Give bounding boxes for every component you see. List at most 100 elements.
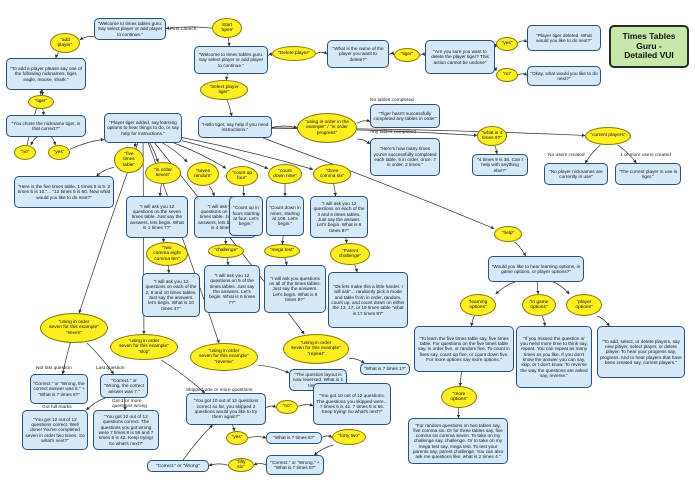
node-start: Start 'open' [212, 18, 242, 38]
node-parent-challenge: "Parent challenge" [330, 243, 370, 265]
node-five-table: "Here is the five times table. 1 times 5… [14, 176, 114, 208]
node-okay: "Okay, what would you like to do next?" [527, 66, 601, 86]
edge-helpBox-to-learningOptions [495, 281, 516, 295]
node-no-2: "no" [496, 68, 518, 82]
edge-currentPlayers-to-inUse [617, 144, 637, 164]
node-sure: "Are you sure you want to delete the pla… [425, 40, 495, 74]
node-player-box: "To add, select, or delete players, say … [597, 326, 685, 378]
node-how-many: "Here's how many times you've successful… [370, 138, 440, 176]
edge-label-not-last: Not last question [36, 366, 72, 371]
edge-challenge-to-challengeBox [226, 257, 230, 266]
node-in-order-seven: "in order seven" [145, 162, 181, 184]
edge-sure-to-yes2 [493, 43, 498, 48]
node-got-ten-c: "You got 10 out of 12 questions. The que… [313, 383, 391, 425]
edge-label-no-tables: No tables completed [370, 98, 414, 103]
edge-yes1-to-added [69, 137, 105, 150]
node-repeat-box: "What is 7 times 1?" [360, 363, 410, 375]
edge-added-to-sevenRandom [162, 142, 188, 163]
node-three-six-box: "I will ask you 12 questions on each of … [310, 196, 368, 238]
node-chose: "You chose the nickname tiger, is that c… [6, 115, 86, 137]
edge-hello-to-help [262, 137, 495, 229]
edge-tiger1-to-chose [41, 108, 46, 116]
edge-countDownBox-to-megaTest [281, 235, 285, 245]
node-got-ten-b: "You got 10 out of 12 questions correct … [186, 393, 266, 425]
edge-megaTest-to-megaBox [284, 257, 288, 266]
node-two-comma-eight: "two comma eight comma ten" [146, 242, 188, 266]
edge-sure-to-no2 [493, 67, 498, 72]
edge-no2-to-okay [517, 72, 528, 76]
node-no-players: "No player nicknames are currently in us… [544, 163, 608, 185]
edge-learnBox-to-moreOptions [458, 371, 463, 387]
edge-playerOptions-to-playerBox [597, 315, 610, 327]
edge-help-to-helpBox [514, 241, 526, 257]
node-count-up: "count up four" [226, 166, 258, 186]
edge-usingRepeat-to-repeatBox [348, 358, 365, 364]
node-welcome1: "Welcome to times tables guru. Say selec… [94, 18, 166, 40]
edge-countUp-to-countUpBox [242, 185, 246, 197]
node-add-player: "add player" [50, 33, 80, 53]
node-select-tiger: "Select player tiger" [200, 80, 248, 100]
edge-chose-to-yes1 [51, 136, 57, 146]
edge-no3-to-gotTenC [297, 403, 314, 407]
node-two-eight-box: "I will ask you 12 questions on each of … [142, 273, 200, 317]
node-answer-4x9: "4 times 9 is 36. Can I help with anythi… [472, 154, 528, 176]
node-mega-box: "I will ask you questions on all of the … [264, 265, 326, 313]
edge-label-first-launch: First Launch [170, 27, 197, 32]
edge-added-to-countDown [181, 140, 269, 169]
node-correct-or-wrong: "Correct." or "Wrong" [147, 460, 209, 472]
node-tiger-1: "tiger" [28, 95, 54, 109]
node-not-completed: "Tiger hasn't successfully completed any… [370, 104, 440, 128]
node-in-use: "The current player in use is tiger." [615, 163, 681, 185]
node-order-box: "I will ask you 12 questions on the seve… [126, 196, 188, 238]
edge-hello-to-usingOrder [271, 125, 298, 129]
edge-tiger2-to-sure [419, 52, 426, 56]
edge-selectTiger-to-hello [226, 99, 233, 117]
edge-twoCommaEight-to-twoEightBox [166, 265, 171, 274]
edge-fiftySix-to-correctOrWrong [208, 462, 229, 467]
node-what-4x9: "what is 4 times 9?" [477, 126, 507, 146]
node-challenge-box: "I will ask you 12 questions on 5 of the… [204, 265, 260, 313]
node-in-game-box: "If you missed the question or you need … [516, 326, 592, 388]
edge-deletePlayer-to-deleteAsk [315, 50, 328, 55]
edge-inGameOptions-to-inGameBox [541, 315, 547, 327]
edge-usingSeven-to-correctSeven [86, 342, 114, 375]
node-count-down: "count down nine" [268, 164, 302, 184]
node-no-3: "no" [276, 400, 298, 414]
node-more-box: "For random questions on two tables say,… [408, 418, 508, 464]
node-help-box: "Would you like to hear learning options… [488, 256, 584, 282]
edge-gotTenB-to-no3 [265, 404, 277, 408]
node-help: "help" [494, 226, 522, 242]
node-full-marks: "You got 12 out of 12 questions correct.… [22, 410, 88, 450]
node-fifty-six: "fifty six" [228, 458, 254, 472]
node-more-options: "more options" [441, 386, 477, 408]
edge-correctWrong56-to-fiftySix [253, 462, 267, 466]
node-delete-ask: "What is the name of the player you want… [327, 40, 389, 68]
edge-welcome2-to-deletePlayer [267, 52, 273, 57]
node-what-7x6: "What is 7 times 6?" [266, 432, 322, 444]
node-current-players: "current players" [585, 127, 631, 145]
node-mega-test: "mega test" [264, 244, 300, 258]
edge-helpBox-to-inGameOptions [536, 281, 540, 295]
edge-what7x6-to-fortyTwo [321, 434, 333, 438]
edge-label-any-tables: Any tables completed [370, 130, 416, 135]
edge-welcome2-to-selectTiger [224, 73, 229, 81]
node-learn-box: "To learn the five times table say, five… [414, 326, 514, 372]
node-challenge: "challenge" [208, 244, 244, 258]
edge-sevenRandom-to-randomBox [208, 185, 215, 197]
node-yes-3: "yes" [226, 431, 248, 445]
node-using-seven: "using in order seven for this example" … [40, 313, 108, 343]
edge-start-to-welcome1 [165, 26, 213, 30]
node-hello: "Hello tiger, say help if you need instr… [198, 116, 272, 138]
node-count-down-box: "Count down in nines, starting at 108. L… [266, 196, 304, 236]
edge-usingSeven-to-correctLast [61, 342, 71, 375]
edge-fortyTwo-to-correctWrong56 [314, 444, 334, 456]
node-add-prompt: "To add a player please say one of the f… [6, 58, 86, 90]
node-correct-last: "Correct." or "Wrong, the correct answer… [30, 374, 88, 404]
edge-added-to-inOrderSeven [149, 142, 159, 163]
edge-parentChallenge-to-parentBox [354, 264, 359, 273]
edge-added-to-fiveTimes [133, 142, 137, 148]
node-using-order: "using in order in the example" / "in or… [297, 113, 357, 143]
edge-label-one-or-more: 1 or more users created [620, 153, 671, 158]
node-delete-player: "Delete player" [272, 46, 316, 61]
edge-usingSkip-to-gotTenB [161, 359, 206, 394]
